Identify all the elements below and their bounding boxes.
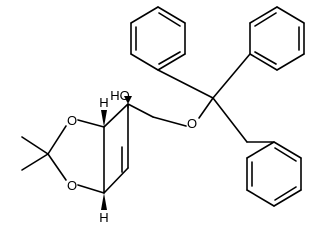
- stereo-h-top-label: H: [99, 95, 108, 110]
- stereo-bonds: [101, 96, 132, 210]
- ether-linkage: [127, 97, 214, 127]
- gem-dimethyl: [21, 136, 49, 171]
- phenyl-ring-upper-left: [130, 6, 186, 71]
- trityl-carbon-bonds: [157, 53, 275, 143]
- stereo-h-bottom-label: H: [99, 210, 108, 225]
- ether-oxygen-label: O: [187, 116, 197, 131]
- dioxolane-oxygen-bottom-label: O: [67, 178, 77, 193]
- phenyl-ring-upper-right: [249, 6, 305, 71]
- cyclopentene-ring: [103, 103, 129, 194]
- dioxolane-ring: [47, 119, 105, 194]
- dioxolane-oxygen-top-label: O: [67, 113, 77, 128]
- phenyl-ring-lower-right: [246, 141, 302, 207]
- hydroxyl-label: HO: [110, 88, 130, 103]
